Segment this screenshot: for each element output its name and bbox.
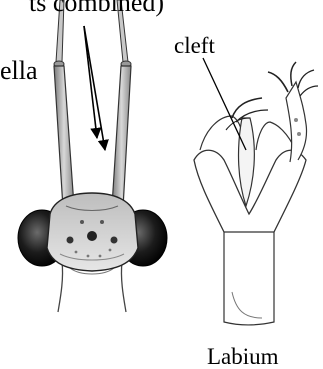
cleft-leader-line [203, 58, 246, 150]
left-antenna-rod [54, 66, 74, 208]
labium-drawing [194, 62, 318, 325]
right-antenna-rod [112, 66, 131, 208]
label-ella-fragment: ella [0, 58, 38, 84]
arrow-right-antenna [84, 26, 105, 150]
label-cleft: cleft [174, 34, 215, 57]
label-antennae-combined: ts combined) [29, 0, 164, 16]
median-ocellus [87, 231, 97, 241]
labium-stem [224, 232, 274, 325]
head-drawing [18, 0, 167, 312]
labium-cleft [239, 118, 255, 206]
label-labium: Labium [207, 345, 279, 368]
arrow-left-antenna [84, 26, 97, 138]
